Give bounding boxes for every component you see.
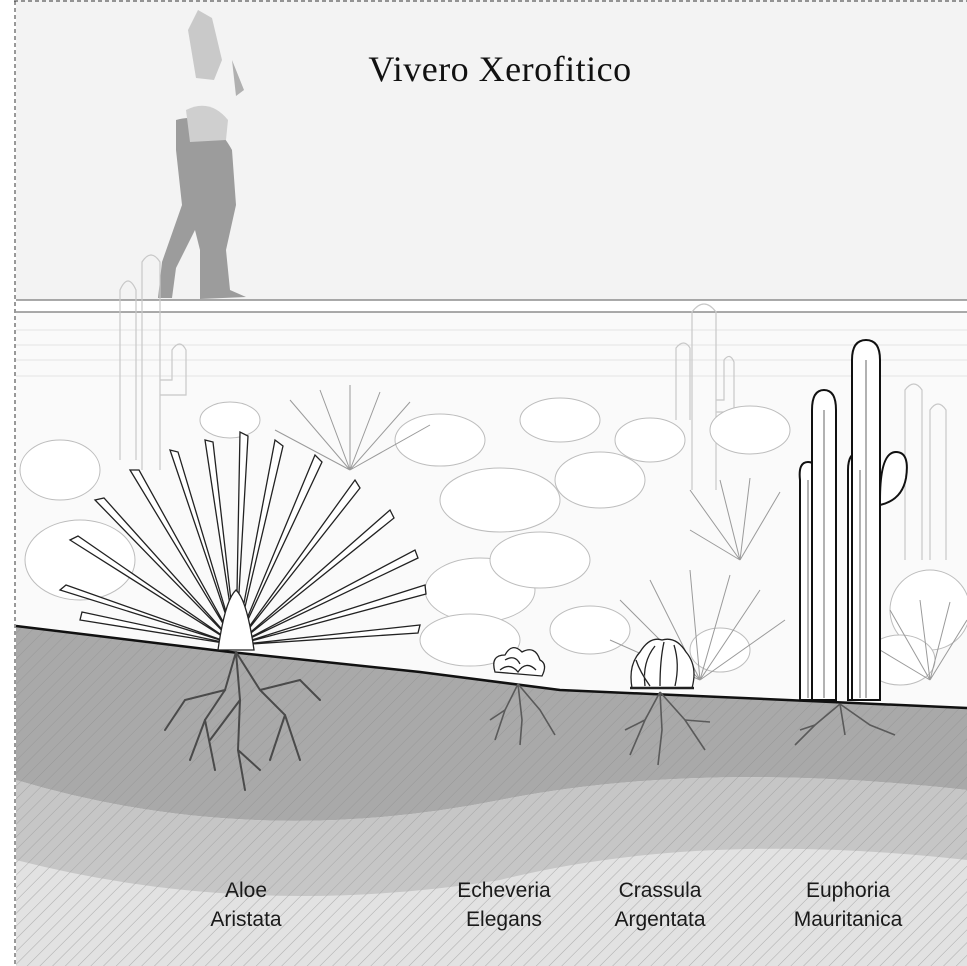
plant-label-line2: Argentata: [580, 905, 740, 934]
plant-label-line1: Echeveria: [424, 876, 584, 905]
plant-label-line1: Euphoria: [768, 876, 928, 905]
plant-label-euphoria: Euphoria Mauritanica: [768, 876, 928, 934]
plant-label-line2: Elegans: [424, 905, 584, 934]
plant-label-line1: Aloe: [166, 876, 326, 905]
plant-label-echeveria: Echeveria Elegans: [424, 876, 584, 934]
plant-label-crassula: Crassula Argentata: [580, 876, 740, 934]
diagram-title: Vivero Xerofitico: [300, 48, 700, 90]
sky-background: [16, 0, 967, 300]
plant-label-line2: Aristata: [166, 905, 326, 934]
plant-label-aloe: Aloe Aristata: [166, 876, 326, 934]
plant-label-line2: Mauritanica: [768, 905, 928, 934]
plant-label-line1: Crassula: [580, 876, 740, 905]
